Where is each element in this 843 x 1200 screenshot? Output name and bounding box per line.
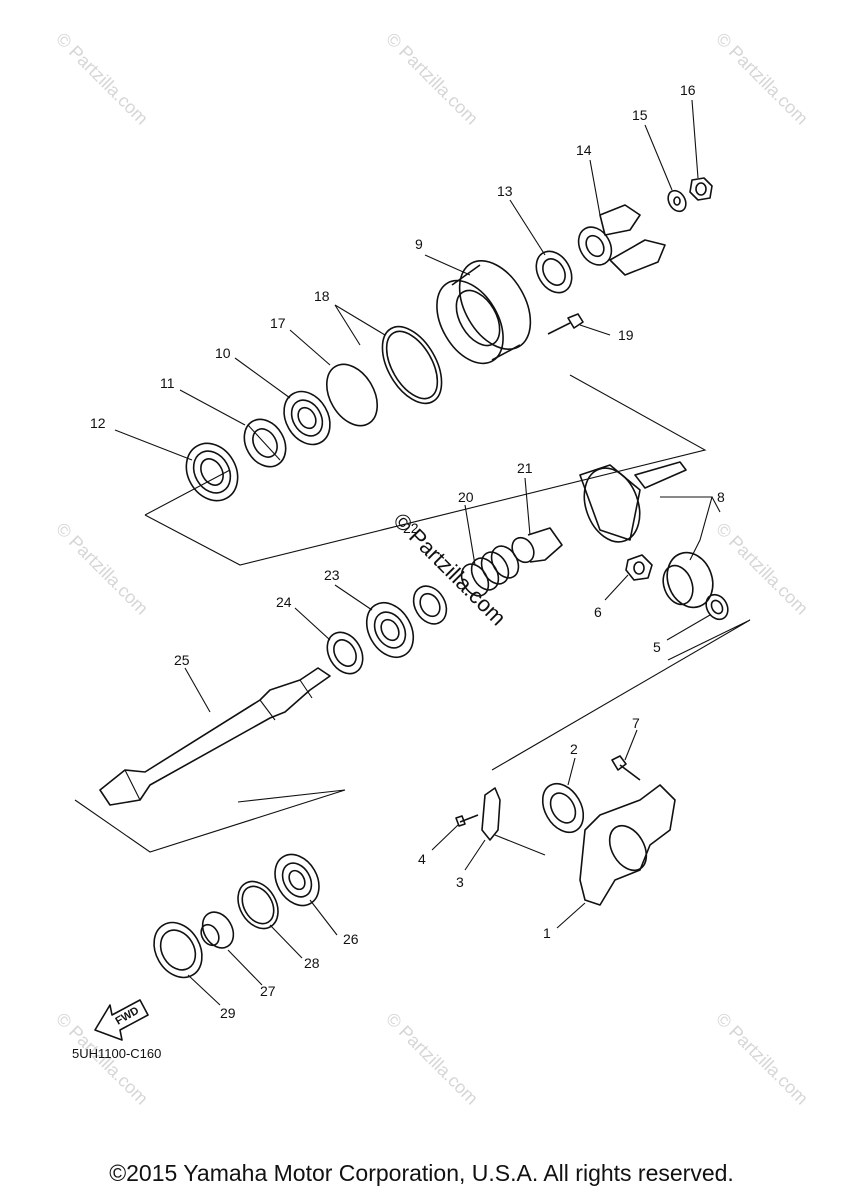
part-10-bearing bbox=[283, 390, 331, 446]
part-11-nut bbox=[243, 418, 287, 468]
callout-11: 11 bbox=[160, 375, 175, 391]
copyright-notice: ©2015 Yamaha Motor Corporation, U.S.A. A… bbox=[109, 1160, 734, 1186]
part-4-bolt bbox=[455, 814, 479, 827]
part-23-bearing bbox=[365, 601, 415, 659]
part-27-collar bbox=[200, 911, 235, 949]
watermark: © Partzilla.com bbox=[52, 29, 152, 129]
callout-29: 29 bbox=[220, 1005, 236, 1021]
part-22-collar bbox=[412, 585, 448, 625]
watermark: © Partzilla.com bbox=[712, 1009, 812, 1109]
callout-25: 25 bbox=[174, 652, 190, 668]
watermark: © Partzilla.com bbox=[52, 519, 152, 619]
part-7-bolt bbox=[611, 755, 641, 781]
part-26-bearing bbox=[274, 853, 320, 907]
upper-group-divider bbox=[144, 469, 231, 516]
part-1-housing bbox=[579, 784, 676, 906]
callout-28: 28 bbox=[304, 955, 320, 971]
callout-9: 9 bbox=[415, 236, 423, 252]
callout-3: 3 bbox=[456, 874, 464, 890]
fwd-label: FWD bbox=[114, 1005, 142, 1028]
part-2-bearing bbox=[541, 782, 585, 834]
part-14-yoke bbox=[577, 204, 666, 276]
callout-22: 22 bbox=[403, 520, 419, 536]
watermark: © Partzilla.com bbox=[382, 29, 482, 129]
part-13-oil-seal bbox=[535, 250, 573, 294]
callout-numbers: 16 15 14 13 9 18 17 10 11 12 19 21 20 22… bbox=[90, 82, 725, 1021]
callout-20: 20 bbox=[458, 489, 474, 505]
part-20-spring bbox=[460, 545, 520, 597]
watermark: © Partzilla.com bbox=[712, 29, 812, 129]
callout-21: 21 bbox=[517, 460, 533, 476]
callout-6: 6 bbox=[594, 604, 602, 620]
part-18-shim bbox=[381, 325, 443, 405]
callout-16: 16 bbox=[680, 82, 696, 98]
callout-8: 8 bbox=[717, 489, 725, 505]
part-24-oil-seal bbox=[326, 631, 364, 675]
part-28-circlip bbox=[237, 880, 279, 930]
callout-18: 18 bbox=[314, 288, 330, 304]
part-3-plate bbox=[481, 787, 501, 841]
leader-lines bbox=[114, 99, 721, 1006]
part-16-nut bbox=[689, 177, 713, 201]
part-17-o-ring bbox=[325, 363, 379, 427]
callout-7: 7 bbox=[632, 715, 640, 731]
fwd-arrow-icon: FWD bbox=[94, 999, 149, 1041]
center-watermark: © Partzilla.com bbox=[388, 508, 511, 631]
part-15-washer bbox=[667, 189, 687, 213]
callout-24: 24 bbox=[276, 594, 292, 610]
exploded-parts-diagram: © Partzilla.com © Partzilla.com © Partzi… bbox=[52, 29, 812, 1109]
upper-group-outline bbox=[144, 374, 707, 566]
callout-27: 27 bbox=[260, 983, 276, 999]
callout-15: 15 bbox=[632, 107, 648, 123]
lower-group-outline bbox=[491, 619, 751, 771]
part-5-washer bbox=[705, 593, 729, 621]
part-21-collar bbox=[511, 527, 563, 564]
callout-10: 10 bbox=[215, 345, 231, 361]
part-6-nut bbox=[625, 554, 653, 581]
callout-17: 17 bbox=[270, 315, 286, 331]
group-outlines bbox=[74, 374, 751, 856]
callout-5: 5 bbox=[653, 639, 661, 655]
housing-group-outline bbox=[494, 834, 546, 856]
callout-4: 4 bbox=[418, 851, 426, 867]
callout-12: 12 bbox=[90, 415, 106, 431]
callout-26: 26 bbox=[343, 931, 359, 947]
part-19-bolt bbox=[547, 313, 584, 335]
callout-14: 14 bbox=[576, 142, 592, 158]
part-29-oil-seal bbox=[153, 921, 203, 979]
callout-23: 23 bbox=[324, 567, 340, 583]
callout-2: 2 bbox=[570, 741, 578, 757]
callout-1: 1 bbox=[543, 925, 551, 941]
part-25-shaft bbox=[99, 667, 331, 806]
diagram-code: 5UH1100-C160 bbox=[72, 1046, 161, 1061]
part-8-gear-set bbox=[579, 461, 714, 609]
middle-group-outline bbox=[74, 789, 346, 853]
part-9-bearing-housing bbox=[436, 260, 532, 365]
callout-13: 13 bbox=[497, 183, 513, 199]
callout-19: 19 bbox=[618, 327, 634, 343]
part-12-oil-seal bbox=[185, 442, 239, 502]
watermark: © Partzilla.com bbox=[382, 1009, 482, 1109]
